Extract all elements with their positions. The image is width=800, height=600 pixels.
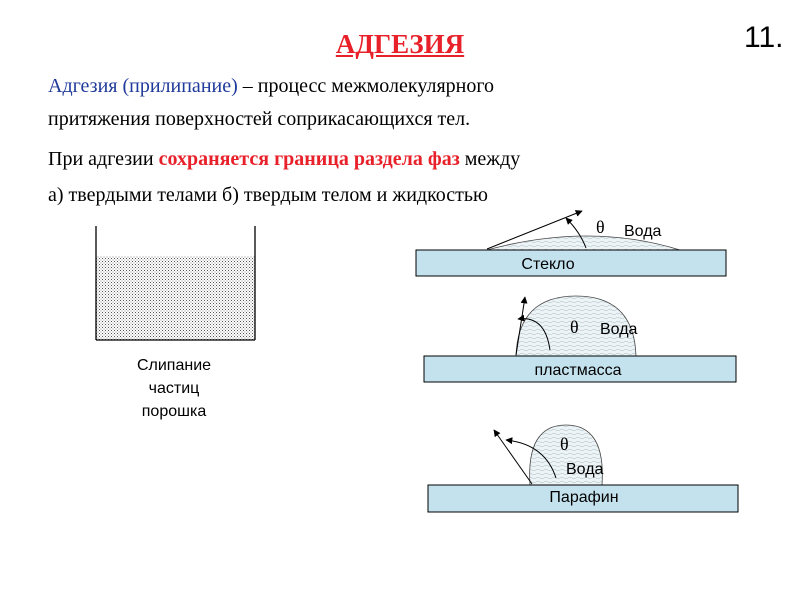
cases-line: а) твердыми телами б) твердым телом и жи… (48, 184, 488, 206)
slide-title: АДГЕЗИЯ (335, 29, 465, 59)
paraffin-water-droplet (529, 424, 603, 486)
plastic-angle-symbol: θ (570, 317, 579, 337)
definition-line-1: Адгезия (прилипание) – процесс межмолеку… (48, 73, 728, 99)
paraffin-substrate (427, 484, 739, 513)
powder-fill (96, 256, 255, 340)
plastic-substrate (423, 355, 737, 383)
plastic-substrate-label: пластмасса (534, 362, 621, 379)
glass-substrate-label: Стекло (521, 256, 574, 273)
glass-liquid-label: Вода (624, 223, 662, 240)
paraffin-tangent-arrow (493, 429, 533, 485)
paraffin-surface-diagram: θ Вода Парафин (427, 424, 739, 513)
plastic-liquid-label: Вода (600, 321, 638, 338)
powder-caption-line-1: Слипание (137, 357, 211, 374)
plastic-surface-diagram: θ Вода пластмасса (423, 295, 737, 383)
plastic-tangent-arrow (515, 296, 528, 356)
statement-suffix: между (459, 148, 521, 170)
glass-substrate (415, 249, 727, 277)
definition-term: Адгезия (прилипание) (48, 75, 238, 97)
glass-angle-symbol: θ (596, 217, 605, 237)
glass-angle-arc (565, 217, 587, 249)
paraffin-liquid-label: Вода (566, 461, 604, 478)
definition-rest: – процесс межмолекулярного (237, 75, 495, 97)
statement-line: При адгезии сохраняется граница раздела … (48, 146, 728, 172)
definition-line-2: притяжения поверхностей соприкасающихся … (48, 108, 471, 130)
powder-caption-line-3: порошка (142, 403, 207, 420)
plastic-angle-arc (517, 314, 551, 351)
paraffin-angle-arc (505, 437, 557, 479)
powder-container (95, 226, 256, 341)
glass-surface-diagram: θ Вода Стекло (415, 210, 727, 277)
plastic-water-droplet (515, 295, 637, 357)
slide-number: 11. (744, 21, 784, 54)
powder-caption-line-2: частиц (149, 380, 200, 397)
statement-highlight: сохраняется граница раздела фаз (158, 148, 460, 170)
paraffin-substrate-label: Парафин (549, 489, 618, 506)
statement-prefix: При адгезии (48, 148, 159, 170)
glass-tangent-arrow (486, 210, 583, 250)
paraffin-angle-symbol: θ (560, 434, 569, 454)
